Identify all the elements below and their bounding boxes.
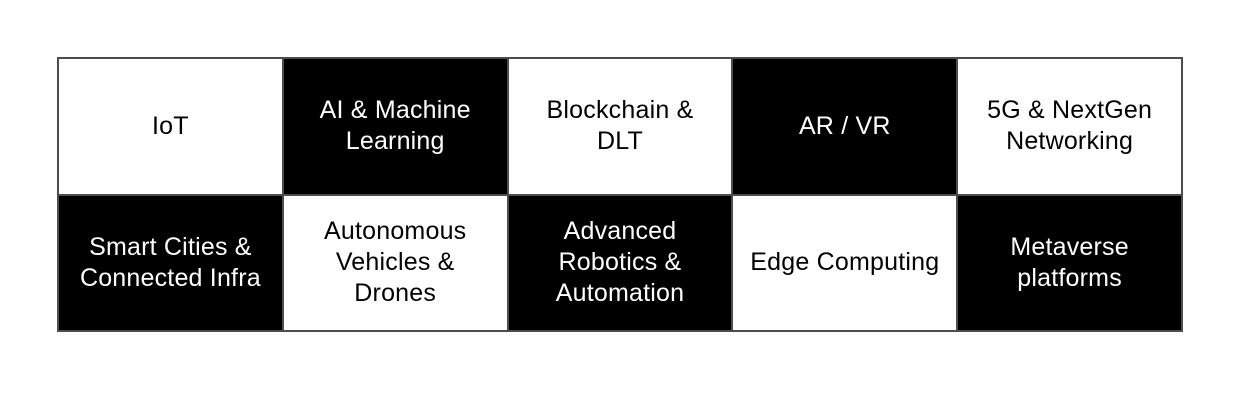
cell-label: Advanced Robotics & Automation — [555, 217, 685, 308]
cell-metaverse-platforms: Metaverse platforms — [957, 194, 1182, 331]
cell-label: IoT — [152, 111, 189, 140]
cell-label: Metaverse platforms — [1010, 232, 1129, 292]
cell-label: AI & Machine Learning — [319, 96, 471, 156]
cell-smart-cities-connected-infra: Smart Cities & Connected Infra — [58, 194, 283, 331]
tech-category-grid: IoT AI & Machine Learning Blockchain & D… — [57, 57, 1183, 332]
cell-label: Edge Computing — [750, 248, 940, 277]
cell-ai-machine-learning: AI & Machine Learning — [282, 58, 508, 195]
cell-label: Smart Cities & Connected Infra — [79, 232, 261, 292]
cell-edge-computing: Edge Computing — [732, 194, 958, 331]
cell-blockchain-dlt: Blockchain & DLT — [507, 58, 733, 195]
cell-label: AR / VR — [798, 111, 891, 140]
cell-5g-nextgen-networking: 5G & NextGen Networking — [957, 58, 1182, 195]
cell-autonomous-vehicles-drones: Autonomous Vehicles & Drones — [282, 194, 508, 331]
cell-label: Autonomous Vehicles & Drones — [324, 217, 467, 308]
cell-iot: IoT — [58, 58, 283, 195]
cell-ar-vr: AR / VR — [732, 58, 958, 195]
cell-label: 5G & NextGen Networking — [987, 96, 1153, 156]
cell-advanced-robotics-automation: Advanced Robotics & Automation — [507, 194, 733, 331]
cell-label: Blockchain & DLT — [546, 96, 694, 156]
